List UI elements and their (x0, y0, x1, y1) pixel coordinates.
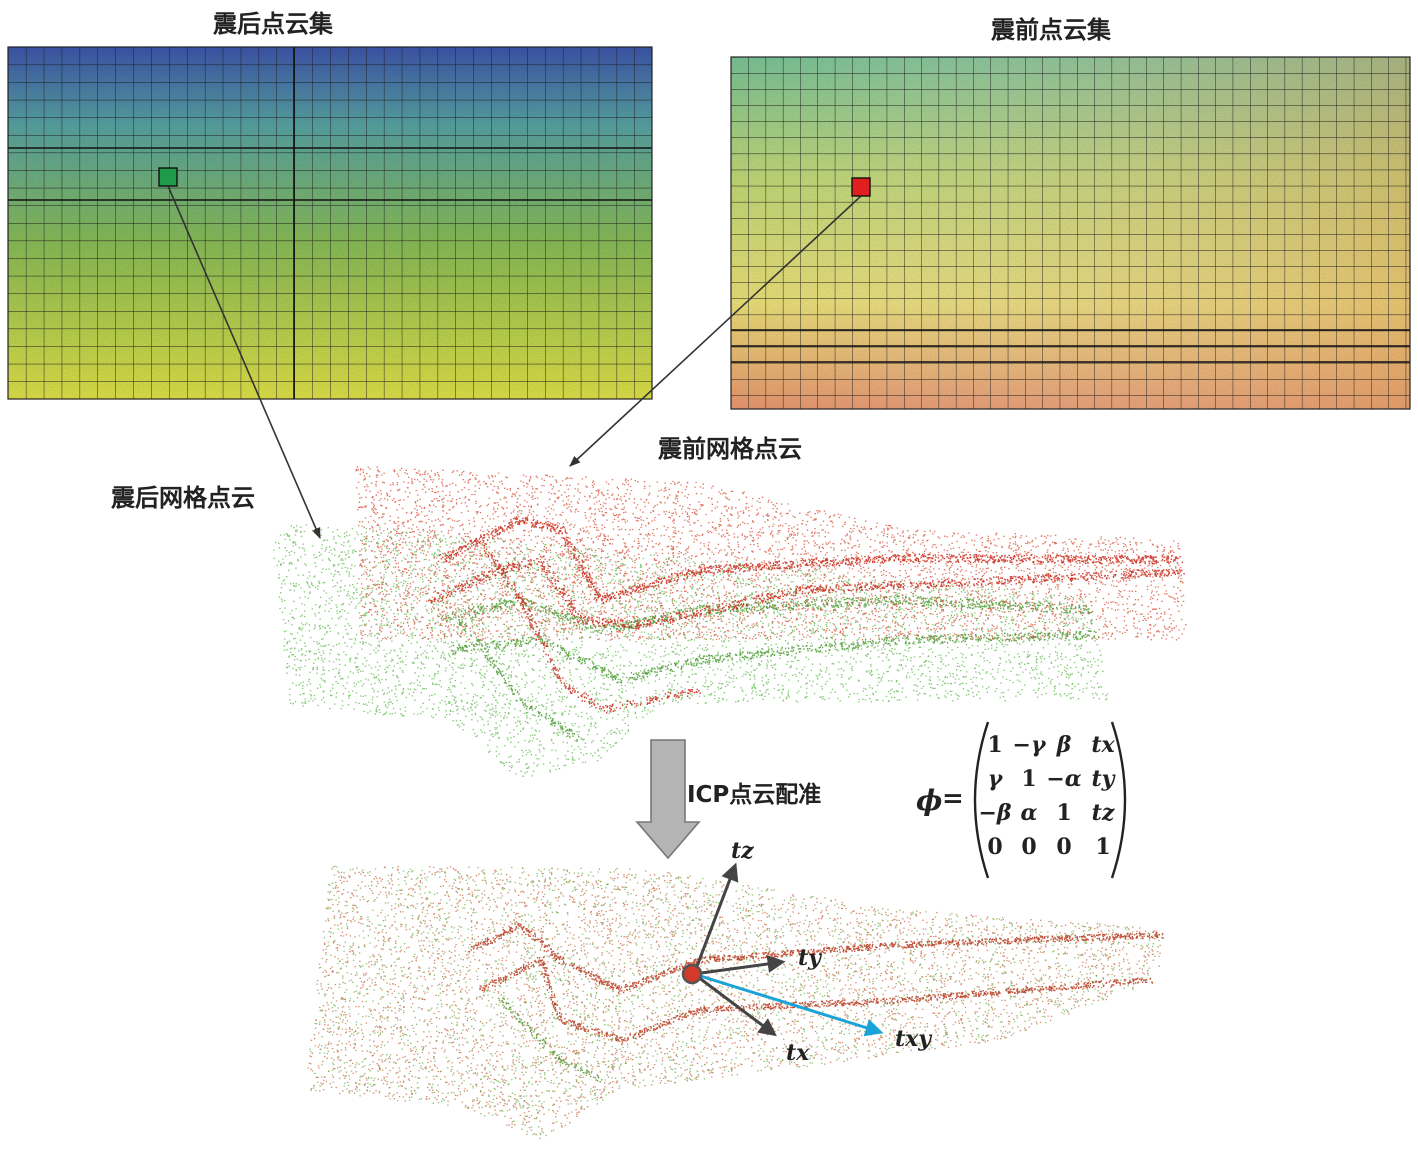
matrix-cell: 0 (1021, 834, 1037, 860)
matrix-cell: −γ (1012, 732, 1046, 758)
tx-axis-arrow (693, 972, 777, 1037)
matrix-cell: 0 (987, 834, 1003, 860)
ridge-line (450, 630, 1100, 684)
ridge-line (458, 619, 580, 743)
tz-label: tz (731, 838, 754, 864)
ridge-line (437, 516, 1184, 604)
matrix-cell: 1 (1021, 766, 1037, 792)
ridge-line (479, 956, 1154, 1043)
registered-point-cloud (307, 865, 1164, 1140)
pre-cloud-panel (730, 56, 1411, 410)
pre-connector-arrow (569, 195, 862, 467)
matrix-cell: 0 (1056, 834, 1072, 860)
matrix-cell: tz (1091, 800, 1115, 826)
post-grid-point-cloud (273, 524, 1108, 777)
post-cloud-panel (7, 46, 653, 400)
matrix-cell: γ (987, 766, 1003, 792)
ridge-line (498, 997, 603, 1083)
matrix-cell: 1 (1095, 834, 1111, 860)
ridge-line (478, 537, 701, 714)
tz-axis-arrow (692, 862, 739, 975)
matrix-cell: −α (1046, 766, 1082, 792)
pre-cloud-marker (851, 177, 871, 197)
matrix-cell: α (1020, 800, 1038, 826)
ridge-line (468, 922, 1164, 994)
matrix-symbol: ϕ (916, 784, 943, 817)
txy-axis-arrow (693, 972, 884, 1037)
matrix-equals: = (942, 784, 964, 814)
tx-label: tx (786, 1040, 810, 1066)
matrix-cell: −β (978, 800, 1012, 826)
icp-registration-label: ICP点云配准 (687, 782, 822, 808)
txy-label: txy (895, 1026, 932, 1052)
pre-cloud-title: 震前点云集 (991, 16, 1111, 44)
matrix-left-paren (973, 721, 990, 879)
point-scatter (307, 866, 1161, 1136)
point-scatter (309, 865, 1163, 1140)
post-connector-arrow (167, 185, 321, 540)
point-scatter (355, 466, 1187, 641)
matrix-right-paren (1110, 721, 1127, 879)
matrix-cell: β (1056, 732, 1072, 758)
post-cloud-marker (158, 167, 178, 187)
ridge-line (427, 555, 1185, 630)
post-cloud-title: 震后点云集 (213, 10, 333, 38)
pre-grid-cloud-title: 震前网格点云 (658, 435, 802, 463)
ty-label: ty (798, 945, 821, 971)
ty-axis-arrow (693, 955, 786, 976)
matrix-cell: ty (1091, 766, 1115, 792)
post-grid-cloud-title: 震后网格点云 (111, 484, 255, 512)
pre-grid-point-cloud (355, 466, 1187, 714)
icp-flow-arrow (635, 739, 701, 860)
matrix-cell: 1 (1056, 800, 1072, 826)
matrix-cell: tx (1091, 732, 1115, 758)
origin-point (681, 963, 703, 985)
matrix-cell: 1 (987, 732, 1003, 758)
